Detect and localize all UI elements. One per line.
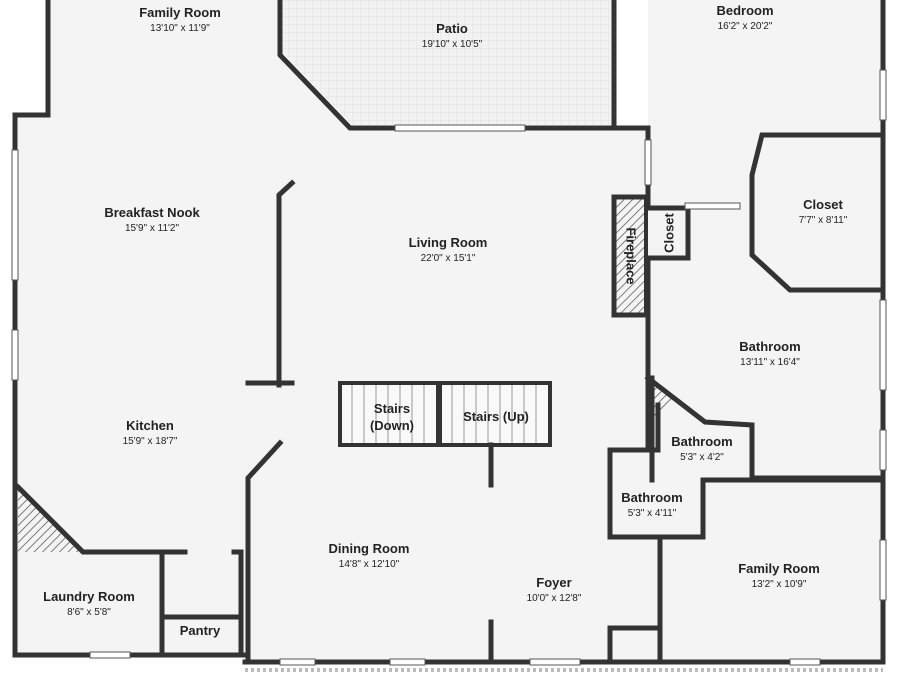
bedroom-name: Bedroom	[716, 3, 773, 18]
patio-floor	[282, 0, 612, 125]
closet-large-name: Closet	[803, 197, 843, 212]
dining-room-dims: 14'8" x 12'10"	[339, 559, 400, 570]
stairs-down-line2: (Down)	[370, 418, 414, 433]
family-room-top-name: Family Room	[139, 5, 221, 20]
closet-large-dims: 7'7" x 8'11"	[799, 215, 848, 226]
breakfast-nook-dims: 15'9" x 11'2"	[125, 223, 180, 234]
living-room-dims: 22'0" x 15'1"	[421, 253, 476, 264]
main-floor	[15, 0, 883, 662]
bathroom-mid-dims: 5'3" x 4'2"	[680, 452, 724, 463]
laundry-room-name: Laundry Room	[43, 589, 135, 604]
family-room-top-dims: 13'10" x 11'9"	[150, 23, 210, 34]
floor-fills	[15, 0, 883, 662]
foyer-name: Foyer	[536, 575, 571, 590]
bedroom-dims: 16'2" x 20'2"	[718, 21, 773, 32]
kitchen-name: Kitchen	[126, 418, 174, 433]
stairs	[338, 381, 552, 447]
kitchen-dims: 15'9" x 18'7"	[123, 436, 178, 447]
stairs-down-line1: Stairs	[374, 401, 410, 416]
bathroom-small-dims: 5'3" x 4'11"	[628, 508, 677, 519]
dining-room-name: Dining Room	[329, 541, 410, 556]
stairs-up-box	[438, 381, 552, 447]
labels: Family Room 13'10" x 11'9" Patio 19'10" …	[43, 3, 848, 638]
family-room-bottom-dims: 13'2" x 10'9"	[752, 579, 807, 590]
living-room-name: Living Room	[409, 235, 488, 250]
bathroom-main-dims: 13'11" x 16'4"	[740, 357, 800, 368]
patio-dims: 19'10" x 10'5"	[422, 39, 483, 50]
bathroom-mid-name: Bathroom	[671, 434, 732, 449]
stairs-up-name: Stairs (Up)	[463, 409, 529, 424]
windows	[11, 69, 887, 666]
pantry-name: Pantry	[180, 623, 221, 638]
fireplace-name: Fireplace	[624, 227, 639, 284]
bathroom-main-name: Bathroom	[739, 339, 800, 354]
patio-name: Patio	[436, 21, 468, 36]
family-room-bottom-name: Family Room	[738, 561, 820, 576]
bathroom-small-name: Bathroom	[621, 490, 682, 505]
stairs-down-box	[338, 381, 440, 447]
breakfast-nook-name: Breakfast Nook	[104, 205, 200, 220]
foyer-dims: 10'0" x 12'8"	[527, 593, 582, 604]
stair-treads	[351, 385, 537, 443]
laundry-room-dims: 8'6" x 5'8"	[67, 607, 111, 618]
closet-small-name: Closet	[661, 212, 676, 252]
